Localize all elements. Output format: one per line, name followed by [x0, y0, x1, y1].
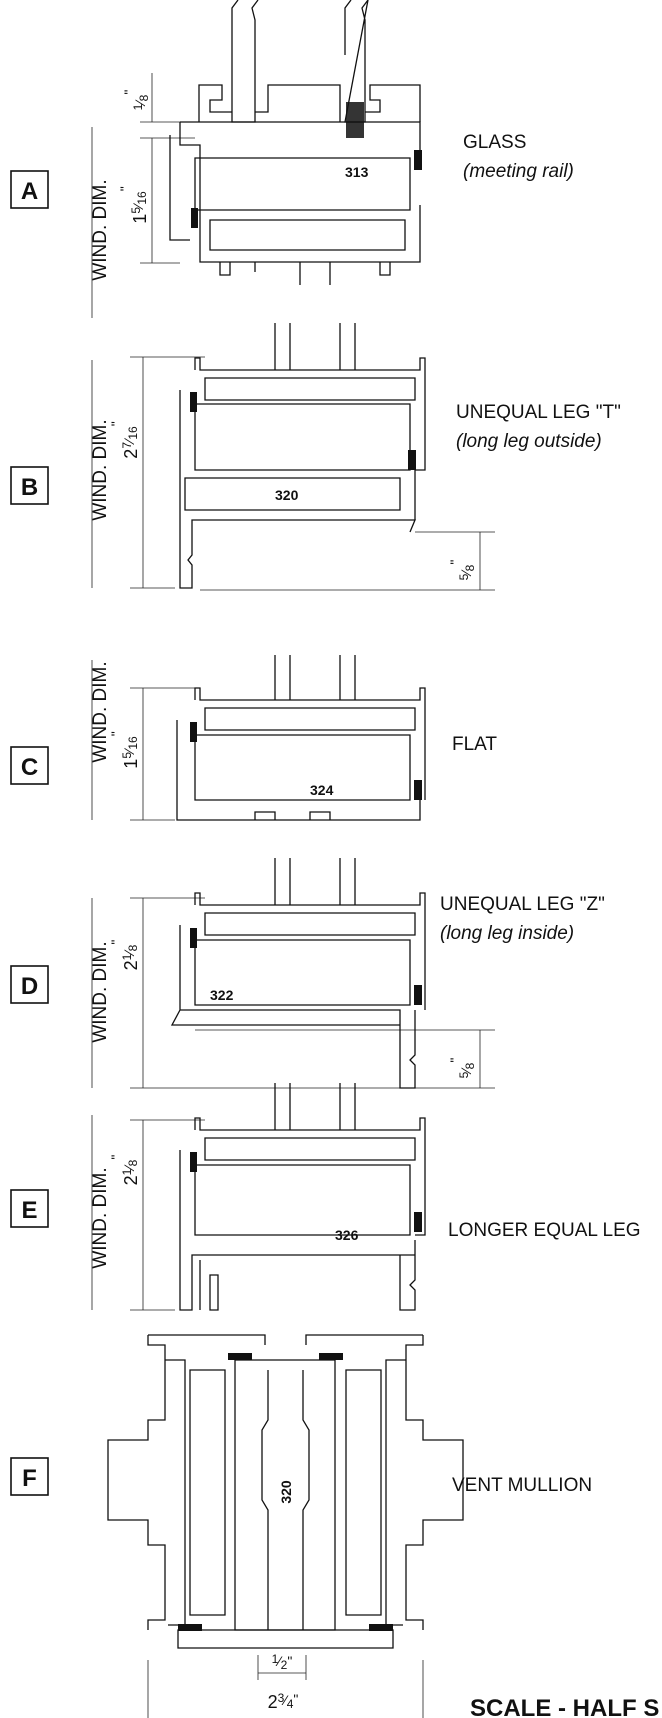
section-e-letter: E — [21, 1197, 37, 1224]
section-e-height-dim: 21⁄8" — [108, 1155, 141, 1186]
section-b-letter: B — [21, 474, 38, 501]
section-d-letter: D — [21, 973, 38, 1000]
section-d-note: (long leg inside) — [440, 923, 574, 944]
section-c-letter: C — [21, 754, 38, 781]
section-e-caption: LONGER EQUAL LEG — [448, 1220, 641, 1241]
section-f-bottom-dim: 1⁄2" — [272, 1652, 293, 1672]
section-c-profile-324: 324 — [176, 655, 426, 821]
section-f-letter: F — [22, 1465, 37, 1492]
section-b-part-number: 320 — [275, 487, 299, 503]
section-a-caption: GLASS — [463, 132, 526, 153]
section-a-profile-313: 313 — [169, 84, 422, 285]
section-c-caption: FLAT — [452, 734, 497, 755]
section-a-glass-panes — [231, 0, 369, 138]
section-a-wind-dim-label: WIND. DIM. — [90, 179, 111, 280]
section-b-caption: UNEQUAL LEG "T" — [456, 402, 621, 423]
section-e: E WIND. DIM. 21⁄8" 326 LONGER EQUAL LEG — [10, 1083, 641, 1311]
section-f-width-dim: 23⁄4" — [268, 1691, 299, 1712]
section-f-caption: VENT MULLION — [452, 1475, 592, 1496]
section-f-profile-320: 320 — [107, 1334, 464, 1649]
section-d-profile-322: 322 — [170, 858, 426, 1089]
section-b-note: (long leg outside) — [456, 431, 602, 452]
section-b-profile-320: 320 — [179, 323, 426, 589]
section-b-wind-dim-label: WIND. DIM. — [90, 419, 111, 520]
section-b: B WIND. DIM. 27⁄16" 5⁄8" 320 UNEQUAL LEG… — [10, 323, 621, 591]
section-e-letter-box — [10, 1189, 49, 1228]
section-b-letter-box — [10, 466, 49, 505]
section-d-leg-dim: 5⁄8" — [447, 1058, 477, 1079]
section-c-letter-box — [10, 746, 49, 785]
section-d: D WIND. DIM. 21⁄8" 5⁄8" 322 UNEQUAL LEG … — [10, 858, 605, 1089]
section-f-part-number: 320 — [278, 1480, 294, 1504]
section-a: A WIND. DIM. 15⁄16" 1⁄8" 313 — [10, 0, 574, 318]
section-a-note: (meeting rail) — [463, 161, 574, 182]
section-e-profile-326: 326 — [179, 1083, 426, 1311]
section-f-letter-box — [10, 1457, 49, 1496]
section-a-letter-box — [10, 170, 49, 209]
section-b-height-dim: 27⁄16" — [108, 421, 141, 458]
section-a-part-number: 313 — [345, 164, 369, 180]
section-c: C WIND. DIM. 15⁄16" 324 FLAT — [10, 655, 497, 821]
section-a-height-dim: 15⁄16" — [117, 186, 150, 223]
section-d-height-dim: 21⁄8" — [108, 940, 141, 971]
section-f: F 320 VENT MULLION 1⁄2" 23⁄4" — [10, 1334, 592, 1718]
section-a-top-dim: 1⁄8" — [121, 90, 151, 111]
section-b-leg-dim: 5⁄8" — [447, 560, 477, 581]
section-d-letter-box — [10, 965, 49, 1004]
section-a-letter: A — [21, 178, 38, 205]
section-c-height-dim: 15⁄16" — [108, 731, 141, 768]
scale-note: SCALE - HALF S — [470, 1695, 659, 1718]
section-e-part-number: 326 — [335, 1227, 359, 1243]
section-c-wind-dim-label: WIND. DIM. — [90, 661, 111, 762]
section-d-part-number: 322 — [210, 987, 234, 1003]
section-c-part-number: 324 — [310, 782, 334, 798]
section-d-wind-dim-label: WIND. DIM. — [90, 941, 111, 1042]
section-e-wind-dim-label: WIND. DIM. — [90, 1167, 111, 1268]
section-d-caption: UNEQUAL LEG "Z" — [440, 894, 605, 915]
